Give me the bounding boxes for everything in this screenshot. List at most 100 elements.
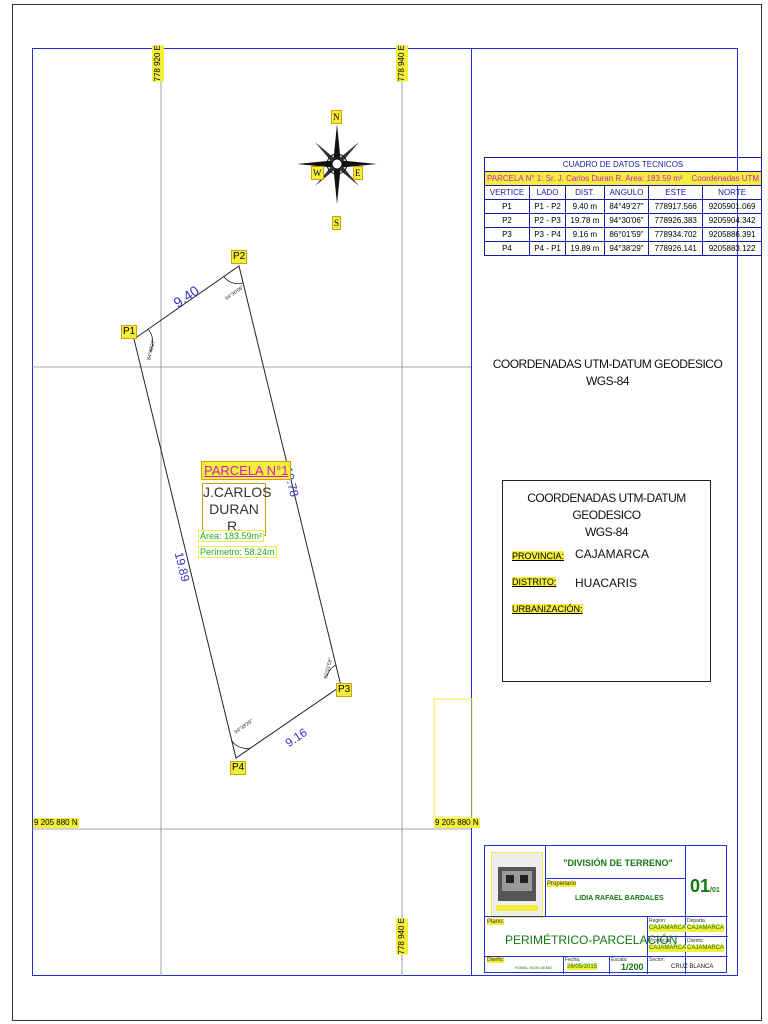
- urbanizacion-label: URBANIZACIÓN:: [512, 604, 583, 614]
- project-title: "DIVISIÓN DE TERRENO": [563, 858, 673, 868]
- date-label: Fecha:: [565, 957, 581, 963]
- table-cell: 778926.383: [648, 213, 704, 228]
- table-row: P4 P4 - P1 19.89 m 94°38'29" 778926.141 …: [484, 241, 763, 256]
- region-value: CAJAMARCA: [649, 925, 687, 932]
- angle-label-p4: 94°38'29": [233, 718, 254, 735]
- table-cell: 9.40 m: [565, 199, 605, 214]
- scale-value: 1/200: [621, 962, 644, 972]
- datum-line-1: COORDENADAS UTM-DATUM GEODESICO: [492, 357, 723, 371]
- prov-field: Provincia: CAJAMARCA: [649, 938, 687, 952]
- location-box: COORDENADAS UTM-DATUM GEODESICO WGS-84 P…: [502, 480, 711, 682]
- prov-value: CAJAMARCA: [649, 945, 687, 952]
- table-cell: P1: [484, 199, 530, 214]
- vertex-p4: P4: [230, 761, 247, 775]
- angle-arc-p4: [231, 740, 252, 749]
- region-field: Región: CAJAMARCA: [649, 918, 687, 932]
- table-cell: 9205904.342: [702, 213, 763, 228]
- vertex-p1: P1: [121, 325, 138, 339]
- title-block: "DIVISIÓN DE TERRENO" Propietario LIDIA …: [484, 845, 728, 974]
- distrito-label: DISTRITO:: [512, 577, 557, 587]
- side-length-p1-p2: 9.40: [170, 282, 202, 311]
- parcel-area: Área: 183.59m²: [198, 530, 265, 542]
- grid-label-n880-left: 9 205 880 N: [33, 818, 79, 828]
- location-datum-line-1: COORDENADAS UTM-DATUM GEODESICO: [527, 491, 686, 522]
- table-title: CUADRO DE DATOS TECNICOS: [483, 157, 763, 172]
- design-label: Diseño:: [487, 957, 504, 963]
- side-length-p4-p1: 19.89: [172, 551, 193, 584]
- table-cell: P2 - P3: [528, 213, 567, 228]
- sector-label: Sector:: [649, 957, 665, 963]
- grid-label-n880-right: 9 205 880 N: [434, 818, 480, 828]
- compass-w: W: [311, 166, 324, 180]
- angle-arc-p3: [326, 664, 337, 677]
- sheet-number: 01/01: [690, 876, 720, 897]
- dist-value: CAJAMARCA: [687, 945, 725, 952]
- table-subtitle-text: PARCELA N° 1: Sr. J. Carlos Duran R. Are…: [487, 174, 683, 183]
- table-cell: P4: [484, 241, 530, 256]
- owner-field-label: Propietario: [547, 881, 577, 887]
- angle-label-p1: 84°49'27": [146, 338, 157, 360]
- table-cell: 778917.566: [648, 199, 704, 214]
- design-value: ROBEL MON GEMD: [515, 965, 552, 970]
- side-length-p3-p4: 9.16: [283, 725, 310, 750]
- grid-label-e940-bottom: 778 940 E: [396, 918, 408, 955]
- date-value: 26/05/2015: [567, 964, 598, 970]
- table-row: P2 P2 - P3 19.78 m 94°30'06" 778926.383 …: [484, 213, 763, 228]
- provincia-label: PROVINCIA:: [512, 551, 565, 561]
- table-cell: 9.16 m: [565, 227, 605, 242]
- table-cell: 778926.141: [648, 241, 704, 256]
- table-cell: 9205901.069: [702, 199, 763, 214]
- location-datum-line-2: WGS-84: [584, 525, 629, 539]
- table-header: NORTE: [702, 185, 763, 200]
- table-row: P3 P3 - P4 9.16 m 86°01'59" 778934.702 9…: [484, 227, 763, 242]
- sheet-no: 01: [690, 876, 711, 896]
- sheet-total: /01: [710, 887, 720, 894]
- table-header: ANGULO: [603, 185, 650, 200]
- owner-label: J.CARLOS DURAN R.: [202, 483, 272, 536]
- table-subtitle: PARCELA N° 1: Sr. J. Carlos Duran R. Are…: [483, 171, 763, 186]
- angle-label-p3: 86°01'59": [323, 657, 334, 679]
- table-header: VERTICE: [484, 185, 530, 200]
- table-cell: 778934.702: [648, 227, 704, 242]
- compass-e: E: [353, 166, 363, 180]
- vertex-p2: P2: [231, 250, 248, 264]
- distrito-value: HUACARIS: [575, 576, 638, 590]
- table-header: DIST.: [565, 185, 605, 200]
- table-cell: P3 - P4: [528, 227, 567, 242]
- table-subtitle-right: Coordenadas UTM: [691, 174, 760, 183]
- plan-name: PERIMÉTRICO-PARCELACIÓN: [505, 933, 678, 947]
- compass-n: N: [331, 110, 342, 124]
- building-icon: [496, 867, 538, 911]
- plan-field-label: Plano:: [487, 919, 505, 925]
- dept-value: CAJAMARCA: [687, 925, 725, 932]
- table-cell: 9205883.122: [702, 241, 763, 256]
- dist-field: Distrito: CAJAMARCA: [687, 938, 725, 952]
- dept-field: Departa. CAJAMARCA: [687, 918, 725, 932]
- table-cell: 84°49'27": [603, 199, 650, 214]
- location-datum: COORDENADAS UTM-DATUM GEODESICO WGS-84: [503, 490, 710, 541]
- table-cell: 86°01'59": [603, 227, 650, 242]
- compass-s: S: [332, 216, 342, 230]
- table-cell: P2: [484, 213, 530, 228]
- sector-value: CRUZ BLANCA: [671, 964, 714, 970]
- region-label: Región:: [649, 918, 667, 924]
- empty-box: [433, 698, 473, 818]
- table-cell: 9205886.391: [702, 227, 763, 242]
- table-cell: 94°30'06": [603, 213, 650, 228]
- company-logo: [491, 852, 543, 918]
- owner-line-1: J.CARLOS: [203, 484, 272, 500]
- angle-arc-p2: [223, 276, 244, 285]
- grid-label-e920: 778 920 E: [152, 45, 164, 82]
- dept-label: Departa.: [687, 918, 707, 924]
- technical-data-table: CUADRO DE DATOS TECNICOS PARCELA N° 1: S…: [483, 157, 763, 256]
- table-cell: P4 - P1: [528, 241, 567, 256]
- table-row: P1 P1 - P2 9.40 m 84°49'27" 778917.566 9…: [484, 199, 763, 214]
- table-cell: P3: [484, 227, 530, 242]
- parcel-perimeter: Perímetro: 58.24m: [198, 546, 277, 558]
- grid-label-e940-top: 778 940 E: [396, 45, 408, 82]
- provincia-value: CAJAMARCA: [575, 547, 650, 561]
- table-cell: P1 - P2: [528, 199, 567, 214]
- table-cell: 94°38'29": [603, 241, 650, 256]
- datum-note: COORDENADAS UTM-DATUM GEODESICO WGS-84: [484, 356, 731, 390]
